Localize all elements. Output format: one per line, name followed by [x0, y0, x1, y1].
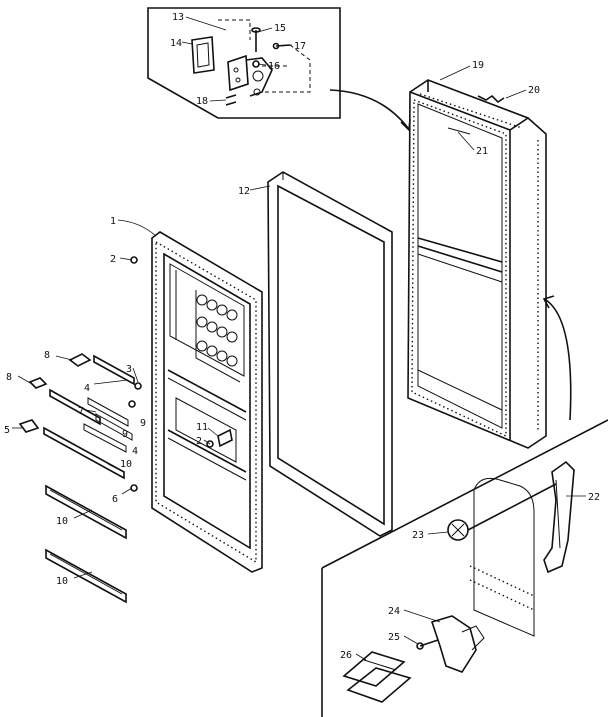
part-12-label: 12	[238, 186, 250, 197]
part-17-label: 17	[294, 41, 306, 52]
part-5-label: 5	[4, 425, 10, 436]
hinge-inset	[147, 7, 341, 119]
part-18-label: 18	[196, 96, 208, 107]
latch-inset	[321, 419, 608, 717]
part-25-label: 25	[388, 632, 400, 643]
shelf-rails	[18, 256, 233, 604]
part-4b-label: 4	[132, 446, 138, 457]
part-7-label: 7	[78, 406, 84, 417]
leader-lines	[12, 16, 586, 661]
part-15-label: 15	[274, 23, 286, 34]
part-10b-label: 10	[56, 516, 68, 527]
door-gasket	[267, 171, 393, 537]
part-21-label: 21	[476, 146, 488, 157]
part-26-label: 26	[340, 650, 352, 661]
part-3-label: 3	[126, 364, 132, 375]
part-9a-label: 9	[140, 418, 146, 429]
door-liner	[151, 231, 263, 573]
part-19-label: 19	[472, 60, 484, 71]
part-16-label: 16	[268, 61, 280, 72]
part-10c-label: 10	[56, 576, 68, 587]
cabinet-door-frame	[407, 79, 547, 449]
frame-arrowhead	[542, 295, 555, 309]
frame-arrow	[545, 299, 572, 421]
part-9b-label: 9	[122, 429, 128, 440]
part-10a-label: 10	[120, 459, 132, 470]
part-24-label: 24	[388, 606, 400, 617]
part-8b-label: 8	[6, 372, 12, 383]
part-13-label: 13	[172, 12, 184, 23]
part-14-label: 14	[170, 38, 182, 49]
part-labels: 1 2 2 3 4 4 5 6 7 8 8 9 9 10 10 10 11 12…	[4, 12, 600, 661]
part-6-label: 6	[112, 494, 118, 505]
inset-arrow	[329, 89, 409, 129]
part-23-label: 23	[412, 530, 424, 541]
part-20-label: 20	[528, 85, 540, 96]
part-1-label: 1	[110, 216, 116, 227]
part-2b-label: 2	[196, 436, 202, 447]
part-2a-label: 2	[110, 254, 116, 265]
part-22-label: 22	[588, 492, 600, 503]
part-8a-label: 8	[44, 350, 50, 361]
part-11-label: 11	[196, 422, 208, 433]
part-4a-label: 4	[84, 383, 90, 394]
